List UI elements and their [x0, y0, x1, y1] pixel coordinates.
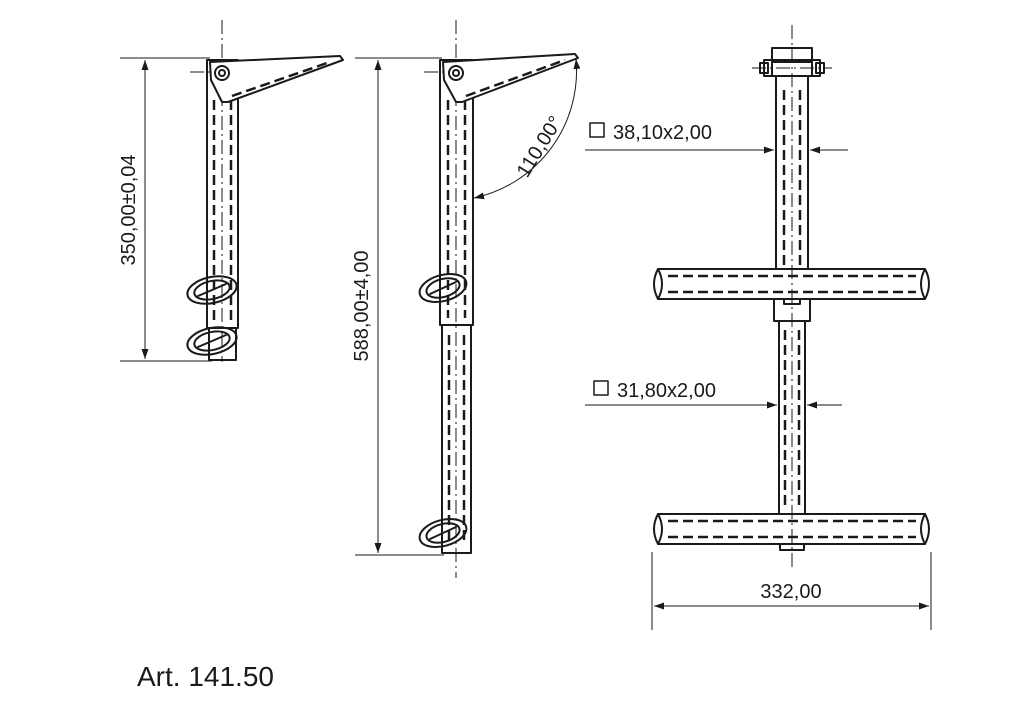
- extended-side-view: 110,00° 588,00±4,00: [351, 20, 581, 578]
- article-number: Art. 141.50: [137, 661, 274, 692]
- clamp-middle: [418, 272, 468, 304]
- folded-side-view: 350,00±0,04: [118, 20, 344, 362]
- step-width-dimension: 332,00: [760, 581, 821, 603]
- clamp-lower: [186, 326, 238, 356]
- lower-tube-dimension: 31,80x2,00: [617, 380, 716, 402]
- front-view: 38,10x2,00 31,80x2,00 332,00: [585, 25, 932, 630]
- clamp-bottom: [418, 517, 468, 549]
- square-profile-icon: [589, 122, 605, 138]
- square-profile-icon: [593, 380, 609, 396]
- angle-dimension: 110,00°: [513, 112, 568, 181]
- long-height-dimension: 588,00±4,00: [351, 250, 373, 361]
- short-height-dimension: 350,00±0,04: [118, 154, 140, 265]
- clamp-upper: [186, 275, 238, 305]
- upper-tube-dimension: 38,10x2,00: [613, 122, 712, 144]
